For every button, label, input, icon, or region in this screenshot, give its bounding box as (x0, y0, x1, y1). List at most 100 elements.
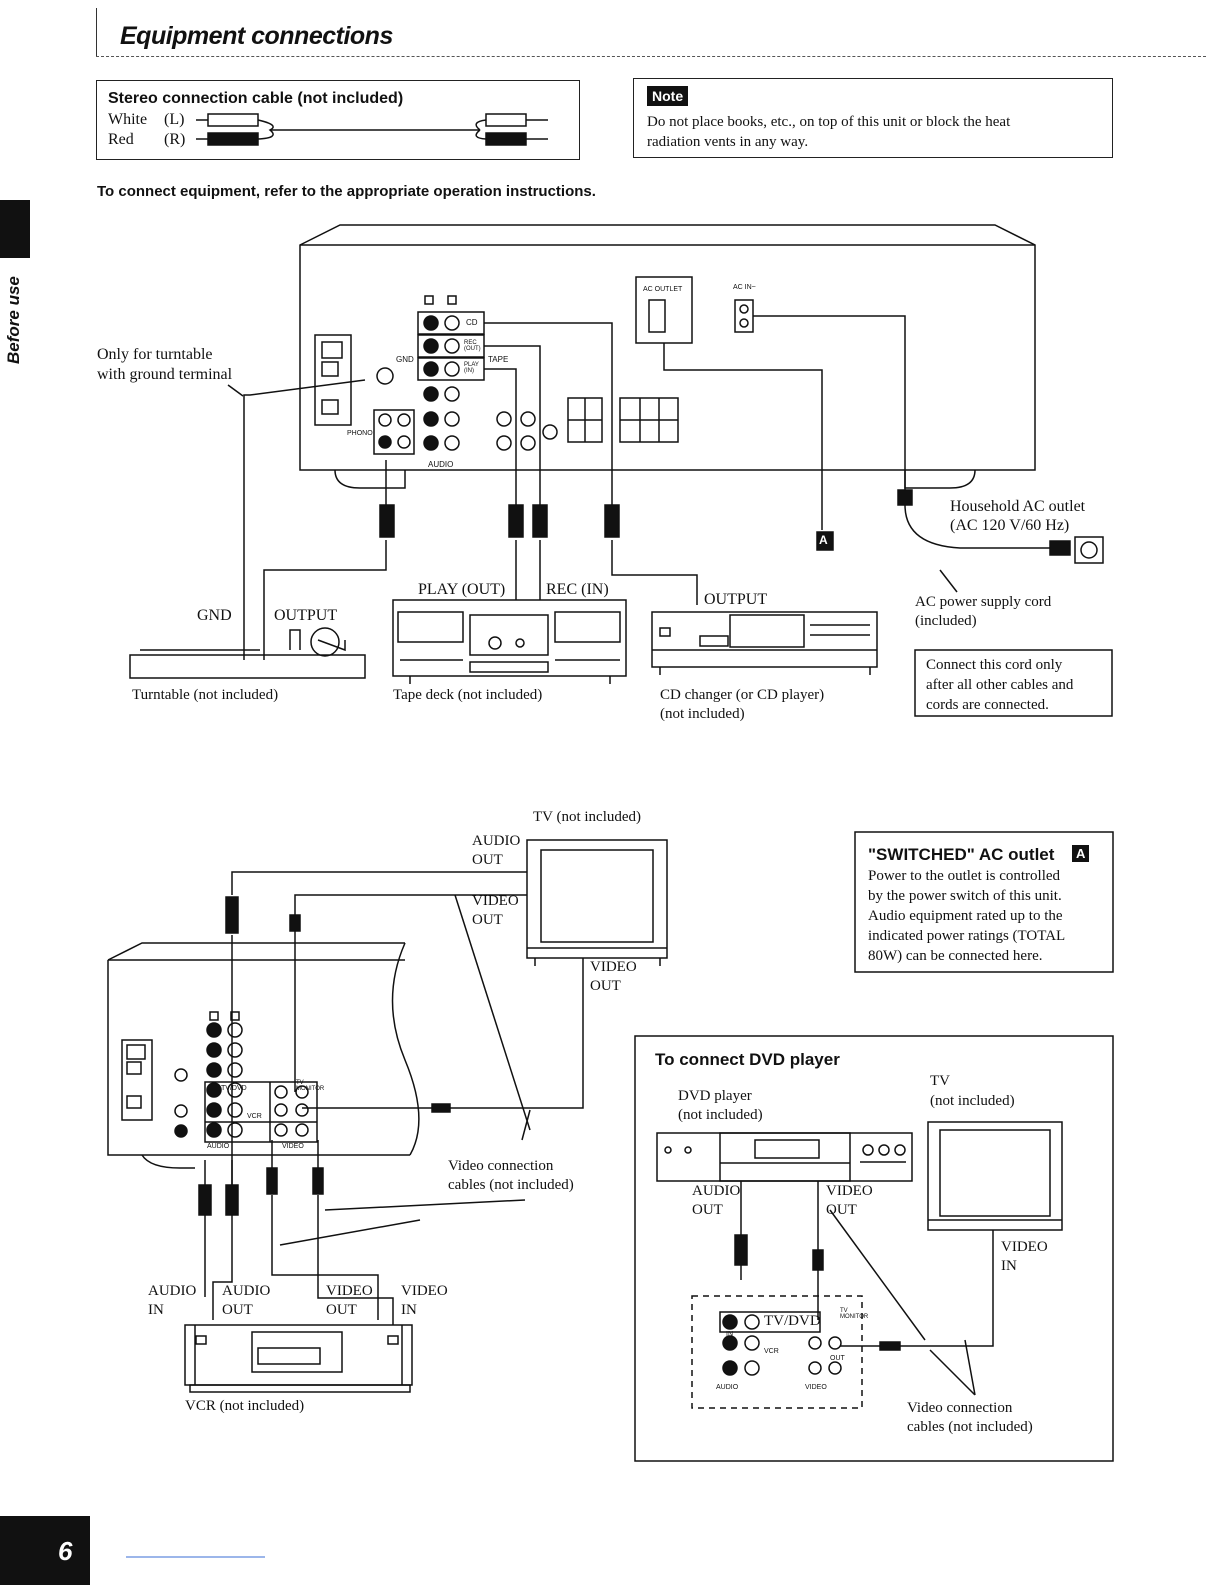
connect-note-2: after all other cables and (926, 677, 1074, 693)
dvd-video-out-1: VIDEO (826, 1183, 873, 1199)
page-number: 6 (58, 1536, 73, 1566)
cd-changer-caption-1: CD changer (or CD player) (660, 687, 825, 703)
vcr-video-out-1: VIDEO (326, 1283, 373, 1299)
turntable-output-label: OUTPUT (274, 607, 338, 624)
ground-note-2: with ground terminal (97, 366, 233, 383)
title-rule (96, 56, 1206, 57)
dvd-cables-1: Video connection (907, 1400, 1013, 1416)
section-tab-marker (0, 200, 30, 258)
play-in-jack-label: PLAY (IN) (464, 362, 479, 374)
page-title: Equipment connections (120, 22, 393, 50)
instruction-text: To connect equipment, refer to the appro… (97, 183, 596, 200)
vcr-audio-out-2: OUT (222, 1302, 253, 1318)
red-channel: (R) (164, 131, 186, 148)
switched-outlet-marker: A (1072, 845, 1090, 862)
video-cables-1: Video connection (448, 1158, 554, 1174)
dvd-cables (740, 1181, 994, 1396)
gnd-terminal-label: GND (396, 355, 414, 364)
turntable-caption: Turntable (not included) (132, 687, 279, 703)
vcr-audio-in-1: AUDIO (148, 1283, 197, 1299)
audio-small-label-b: AUDIO (207, 1143, 230, 1150)
page-number-tab: 6 (0, 1516, 90, 1585)
vcr-video-out-2: OUT (326, 1302, 357, 1318)
vcr-caption: VCR (not included) (185, 1398, 305, 1414)
dvd-tv-dvd-label: TV/DVD (764, 1313, 821, 1329)
tv-audio-out-2: OUT (472, 852, 503, 868)
dvd-section-title: To connect DVD player (655, 1050, 840, 1069)
cd-output-label: OUTPUT (704, 591, 768, 608)
turntable-drawing (129, 627, 366, 679)
tv-caption: TV (not included) (533, 809, 642, 825)
video-small-label-b: VIDEO (282, 1143, 304, 1150)
title-divider-tick (96, 8, 97, 56)
dvd-tv-label-1: TV (930, 1073, 950, 1089)
tape-deck-drawing (392, 599, 627, 684)
dvd-tv-monitor-label: TV MONITOR (840, 1308, 869, 1320)
switched-line-3: Audio equipment rated up to the (868, 908, 1063, 924)
household-outlet-1: Household AC outlet (950, 498, 1086, 515)
tv-dvd-small-label: TV/DVD (221, 1085, 247, 1092)
dvd-tv-drawing (927, 1121, 1063, 1231)
dvd-tv-video-in-2: IN (1001, 1258, 1017, 1274)
tape-deck-caption: Tape deck (not included) (393, 687, 543, 703)
tape-label: TAPE (488, 355, 509, 364)
dvd-tv-label-2: (not included) (930, 1093, 1015, 1109)
rec-out-jack-label: REC (OUT) (464, 340, 481, 352)
switched-line-1: Power to the outlet is controlled (868, 868, 1061, 884)
outlet-marker-a: A (819, 533, 828, 547)
dvd-video-out-2: OUT (826, 1202, 857, 1218)
dvd-player-label-1: DVD player (678, 1088, 752, 1104)
bottom-cables (204, 871, 584, 1325)
top-cables (227, 315, 1050, 660)
dvd-player-drawing (656, 1132, 913, 1182)
gnd-label: GND (197, 607, 232, 624)
tv-video-out-2: OUT (472, 912, 503, 928)
cd-jack-label: CD (466, 318, 478, 327)
switched-line-2: by the power switch of this unit. (868, 888, 1062, 904)
ac-outlet-label: AC OUTLET (643, 286, 683, 293)
tv-video-out-1: VIDEO (472, 893, 519, 909)
note-text-2: radiation vents in any way. (647, 134, 809, 150)
note-badge: Note (647, 86, 689, 106)
dvd-in-small-label: IN (726, 1331, 733, 1338)
dvd-cables-2: cables (not included) (907, 1419, 1033, 1435)
receiver-rear-panel (299, 224, 1036, 489)
vcr-audio-in-2: IN (148, 1302, 164, 1318)
dvd-audio-small-label: AUDIO (716, 1384, 739, 1391)
stereo-cable-drawing (196, 113, 548, 146)
dvd-player-label-2: (not included) (678, 1107, 763, 1123)
tv-video-out-b1: VIDEO (590, 959, 637, 975)
cd-changer-caption-2: (not included) (660, 706, 745, 722)
rec-in-label: REC (IN) (546, 581, 609, 598)
ac-cord-label-1: AC power supply cord (915, 594, 1052, 610)
phono-label: PHONO (347, 430, 373, 437)
connect-note-3: cords are connected. (926, 697, 1049, 713)
dvd-audio-out-1: AUDIO (692, 1183, 741, 1199)
tv-monitor-small-label: TV MONITOR (296, 1080, 325, 1092)
white-channel: (L) (164, 111, 185, 128)
dvd-out-small-label: OUT (830, 1355, 845, 1362)
receiver-partial-panel (107, 942, 420, 1169)
ac-in-label: AC IN~ (733, 284, 756, 291)
switched-outlet-title: "SWITCHED" AC outlet (868, 845, 1055, 864)
cd-changer-drawing (651, 611, 878, 675)
dvd-vcr-small-label: VCR (764, 1348, 779, 1355)
vcr-small-label: VCR (247, 1113, 262, 1120)
switched-line-5: 80W) can be connected here. (868, 948, 1043, 964)
tv-audio-out-1: AUDIO (472, 833, 521, 849)
connect-note-1: Connect this cord only (926, 657, 1063, 673)
play-out-label: PLAY (OUT) (418, 581, 506, 598)
switched-line-4: indicated power ratings (TOTAL (868, 928, 1066, 944)
ground-note-1: Only for turntable (97, 346, 213, 363)
note-box (633, 78, 1113, 158)
vcr-drawing (184, 1324, 413, 1393)
vcr-video-in-2: IN (401, 1302, 417, 1318)
ac-cord-label-2: (included) (915, 613, 977, 629)
note-text-1: Do not place books, etc., on top of this… (647, 114, 1011, 130)
dvd-audio-out-2: OUT (692, 1202, 723, 1218)
household-outlet-2: (AC 120 V/60 Hz) (950, 517, 1070, 534)
audio-small-label: AUDIO (428, 460, 454, 469)
plugs (379, 489, 1071, 556)
vcr-video-in-1: VIDEO (401, 1283, 448, 1299)
